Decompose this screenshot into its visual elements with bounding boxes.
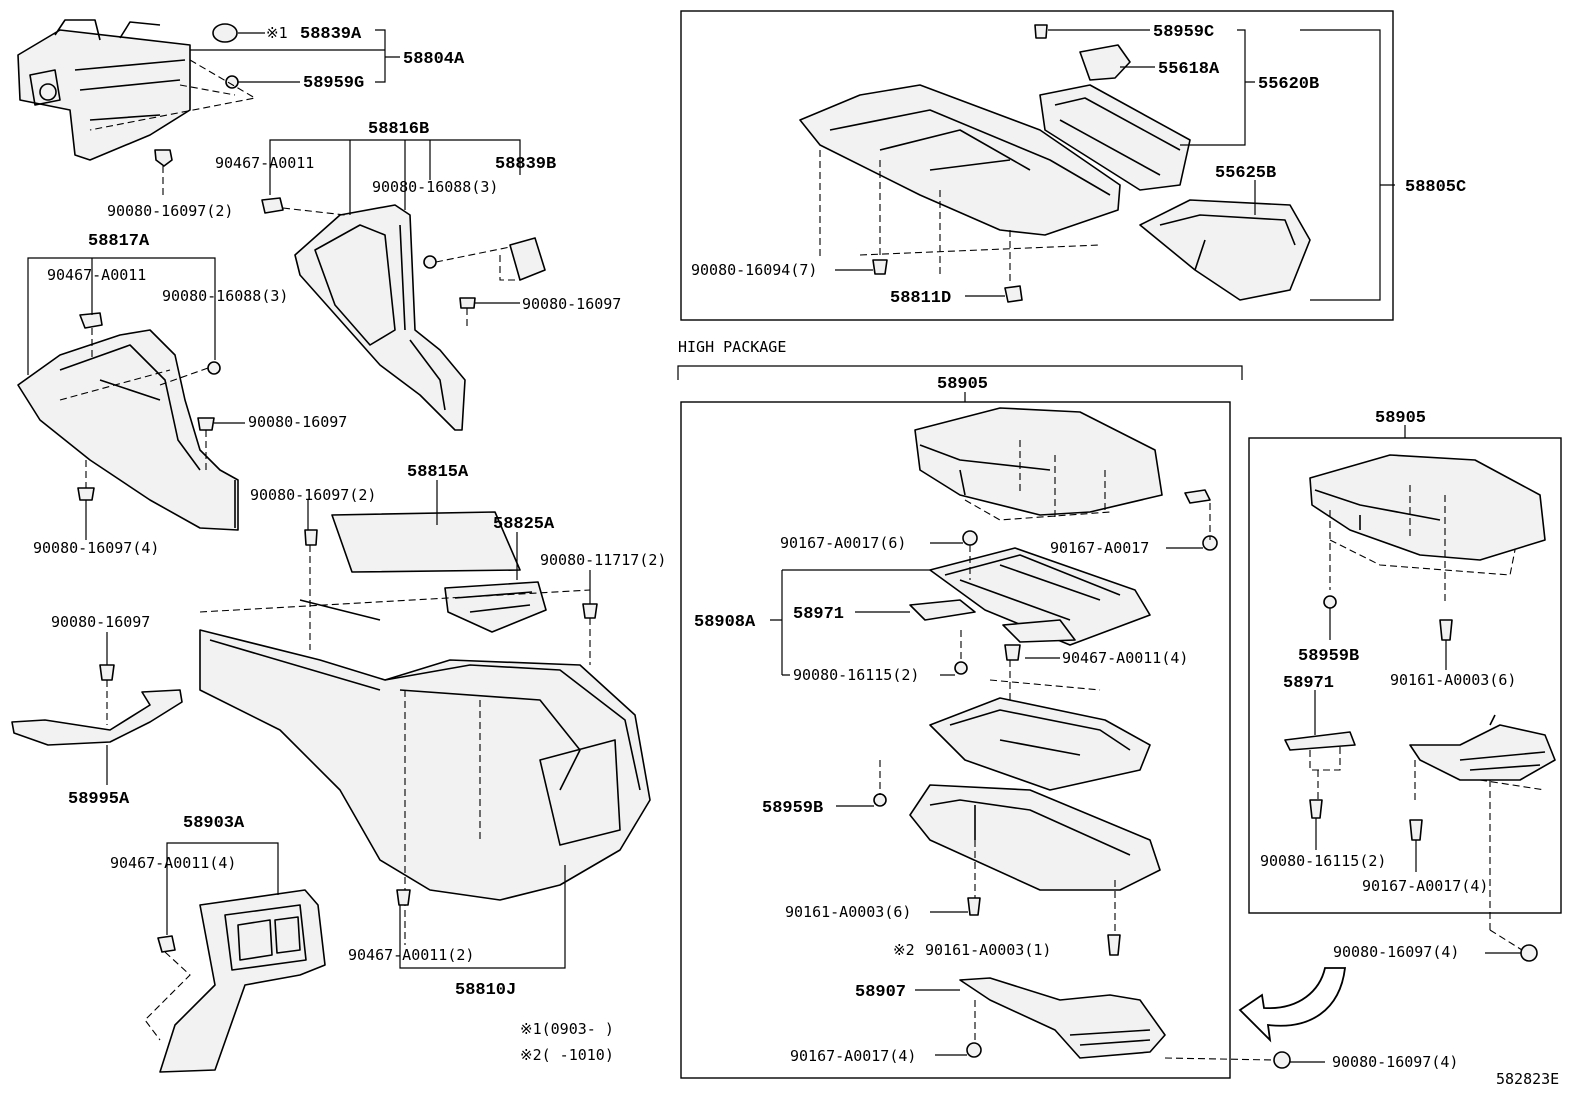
label-58825A: 58825A xyxy=(493,515,555,534)
leaders-58804A xyxy=(190,29,400,83)
label-58995A: 58995A xyxy=(68,790,130,809)
label-58839B: 58839B xyxy=(495,155,556,174)
label-90080-16097c: 90080-16097 xyxy=(51,613,150,631)
label-90161-A0003-1: 90161-A0003(1) xyxy=(925,941,1051,959)
part-58903A-drawing xyxy=(144,889,326,1073)
note-1: ※1(0903- ) xyxy=(520,1020,614,1038)
label-90080-16097-4b: 90080-16097(4) xyxy=(1333,943,1459,961)
label-90167-A0017-4a: 90167-A0017(4) xyxy=(790,1047,916,1065)
label-90080-16115b: 90080-16115(2) xyxy=(1260,852,1386,870)
part-58804A-drawing xyxy=(17,19,257,195)
note-1-mark: ※1 xyxy=(520,1020,542,1038)
leaders-58905-high xyxy=(770,542,1203,1056)
label-58810J: 58810J xyxy=(455,981,516,1000)
label-58959G: 58959G xyxy=(303,74,364,93)
label-58971a: 58971 xyxy=(793,605,844,624)
label-58816B: 58816B xyxy=(368,120,429,139)
label-55625B: 55625B xyxy=(1215,164,1276,183)
label-55620B: 55620B xyxy=(1258,75,1319,94)
part-58905-standard-drawing xyxy=(1284,454,1556,930)
part-58816B-drawing xyxy=(261,197,546,431)
direction-arrow xyxy=(1238,967,1347,1043)
group-box-58905-high xyxy=(680,401,1231,1079)
diagram-id: 582823E xyxy=(1496,1070,1559,1088)
label-90080-16088-3a: 90080-16088(3) xyxy=(372,178,498,196)
label-90080-16097b: 90080-16097 xyxy=(248,413,347,431)
note-2-mark: ※2 xyxy=(520,1046,542,1064)
label-58804A: 58804A xyxy=(403,50,465,69)
label-90161-A0003-6a: 90161-A0003(6) xyxy=(785,903,911,921)
label-90080-16097-2b: 90080-16097(2) xyxy=(250,486,376,504)
label-58903A: 58903A xyxy=(183,814,245,833)
part-58905-high-drawing xyxy=(873,407,1218,1059)
label-58907: 58907 xyxy=(855,983,906,1002)
label-58815A: 58815A xyxy=(407,463,469,482)
label-58959Ba: 58959B xyxy=(762,799,823,818)
leaders-58810J xyxy=(307,480,591,969)
part-58995A-drawing xyxy=(11,664,183,746)
label-90467-A0011-2b: 90467-A0011(2) xyxy=(348,946,474,964)
leaders-58805C xyxy=(835,29,1395,301)
label-90467-A0011-2: 90467-A0011 xyxy=(47,266,146,284)
label-90080-16097a: 90080-16097 xyxy=(522,295,621,313)
group-box-58805C xyxy=(680,10,1394,321)
label-90467-A0011-1: 90467-A0011 xyxy=(215,154,314,172)
label-90080-16097-4a: 90080-16097(4) xyxy=(33,539,159,557)
note-1-text: (0903- ) xyxy=(542,1020,614,1038)
leaders-58905-standard xyxy=(1314,608,1447,872)
note-2-text: ( -1010) xyxy=(542,1046,614,1064)
label-90167-A0017-6: 90167-A0017(6) xyxy=(780,534,906,552)
label-90161-A0003-6b: 90161-A0003(6) xyxy=(1390,671,1516,689)
label-90080-16097-4c: 90080-16097(4) xyxy=(1332,1053,1458,1071)
note-2-mark-ref: ※2 xyxy=(893,941,915,959)
bottom-right-fasteners xyxy=(1164,929,1538,1069)
part-58805C-drawing xyxy=(799,24,1311,303)
label-58959Bb: 58959B xyxy=(1298,647,1359,666)
label-58905b: 58905 xyxy=(1375,409,1426,428)
label-58817A: 58817A xyxy=(88,232,150,251)
part-58817A-drawing xyxy=(17,312,239,531)
label-58959C: 58959C xyxy=(1153,23,1214,42)
label-58971b: 58971 xyxy=(1283,674,1334,693)
label-58839A: 58839A xyxy=(300,25,362,44)
label-90167-A0017-1: 90167-A0017 xyxy=(1050,539,1149,557)
leaders-58816B xyxy=(269,139,521,304)
label-90080-16115a: 90080-16115(2) xyxy=(793,666,919,684)
label-90080-16097-2a: 90080-16097(2) xyxy=(107,202,233,220)
label-58908A: 58908A xyxy=(694,613,756,632)
note-2: ※2( -1010) xyxy=(520,1046,614,1064)
label-58811D: 58811D xyxy=(890,289,951,308)
label-58905a: 58905 xyxy=(937,375,988,394)
group-box-58905-standard xyxy=(1248,437,1562,914)
bracket-high-package xyxy=(677,365,1243,380)
label-55618A: 55618A xyxy=(1158,60,1220,79)
label-90080-16094: 90080-16094(7) xyxy=(691,261,817,279)
label-58805C: 58805C xyxy=(1405,178,1466,197)
label-90080-16088-3b: 90080-16088(3) xyxy=(162,287,288,305)
leaders-58817A xyxy=(27,257,245,540)
label-90080-11717: 90080-11717(2) xyxy=(540,551,666,569)
label-90467-A0011-4a: 90467-A0011(4) xyxy=(110,854,236,872)
leader-58903A xyxy=(166,842,279,935)
part-58810J-drawing xyxy=(199,511,651,945)
label-90167-A0017-4b: 90167-A0017(4) xyxy=(1362,877,1488,895)
label-90467-A0011-4b: 90467-A0011(4) xyxy=(1062,649,1188,667)
note-1-mark: ※1 xyxy=(266,24,288,42)
section-high-package: HIGH PACKAGE xyxy=(678,338,786,356)
